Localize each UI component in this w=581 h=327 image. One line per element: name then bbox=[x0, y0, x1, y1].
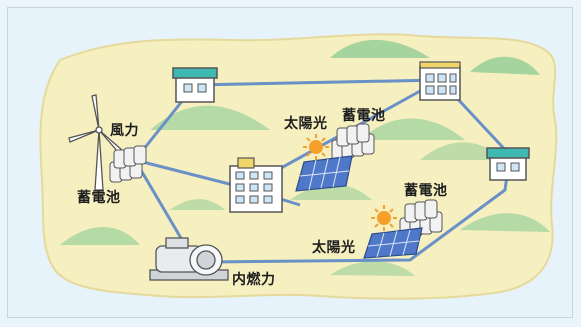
solar-bottom-label: 太陽光 bbox=[312, 240, 356, 256]
battery-right-icon bbox=[399, 199, 443, 239]
house-top-left-icon bbox=[172, 67, 218, 103]
battery-right-label: 蓄電池 bbox=[404, 183, 448, 199]
solar-top-label: 太陽光 bbox=[284, 116, 328, 132]
house-right-icon bbox=[486, 147, 530, 181]
wind-label: 風力 bbox=[110, 123, 139, 139]
apartment-center-icon bbox=[229, 157, 283, 213]
hills bbox=[60, 39, 550, 276]
solar-panel-top-icon bbox=[295, 155, 353, 192]
building-top-right-icon bbox=[419, 61, 461, 101]
solar-panel-bottom-icon bbox=[363, 227, 423, 259]
sun-bottom-icon bbox=[371, 205, 397, 231]
battery-top-icon bbox=[331, 123, 375, 161]
wind-turbine-icon bbox=[68, 94, 123, 191]
sun-top-icon bbox=[303, 134, 329, 160]
combustion-label: 内燃力 bbox=[232, 272, 276, 288]
battery-left-icon bbox=[109, 145, 147, 183]
battery-left-label: 蓄電池 bbox=[77, 190, 121, 206]
battery-top-label: 蓄電池 bbox=[342, 108, 386, 124]
combustion-generator-icon bbox=[149, 237, 229, 281]
